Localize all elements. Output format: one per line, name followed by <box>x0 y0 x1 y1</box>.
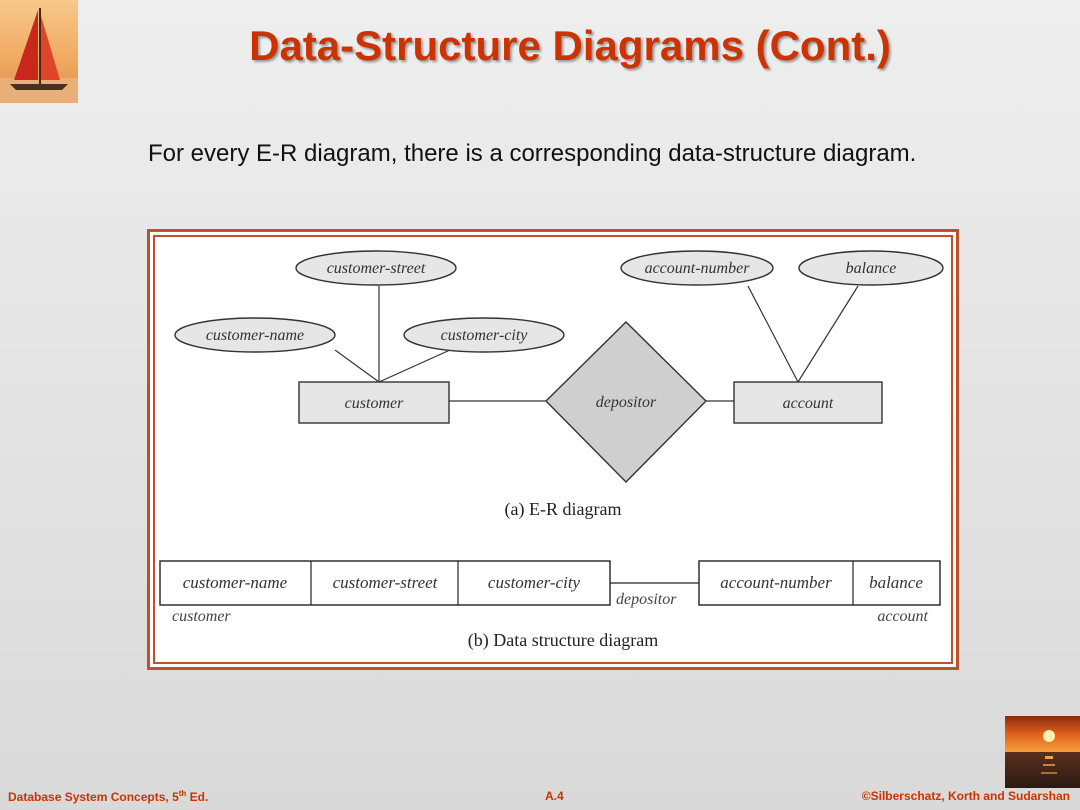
sailboat-logo-icon <box>0 0 78 103</box>
attr-label-account-number: account-number <box>645 260 751 277</box>
attribute-customer-street <box>295 250 457 286</box>
diagram-figure: customer-street customer-name customer-c… <box>159 250 944 651</box>
record-account <box>698 560 941 606</box>
entity-customer <box>298 381 450 424</box>
attr-label-customer-name: customer-name <box>206 327 304 344</box>
footer-book-edition-sup: th <box>178 789 187 798</box>
relationship-depositor <box>545 321 707 483</box>
footer-page-number: A.4 <box>545 789 564 803</box>
footer-copyright: ©Silberschatz, Korth and Sudarshan <box>861 789 1070 803</box>
field-balance: balance <box>869 573 923 592</box>
record-label-customer: customer <box>172 608 231 625</box>
sunset-logo-icon <box>1005 716 1080 788</box>
connector-balance-account <box>797 285 859 383</box>
record-customer <box>159 560 611 606</box>
attribute-balance <box>798 250 944 286</box>
record-label-account: account <box>877 608 928 625</box>
figure-frame: customer-street customer-name customer-c… <box>147 229 959 670</box>
er-caption: (a) E-R diagram <box>505 499 622 520</box>
footer-book-title: Database System Concepts, 5th Ed. <box>8 789 208 804</box>
connector-acctnum-account <box>747 285 799 383</box>
footer-book-title-tail: Ed. <box>186 790 209 804</box>
entity-label-account: account <box>783 395 834 412</box>
attribute-customer-city <box>403 317 565 353</box>
field-customer-name: customer-name <box>183 573 288 592</box>
slide-title: Data-Structure Diagrams (Cont.) <box>249 22 891 69</box>
field-customer-street: customer-street <box>333 573 439 592</box>
attr-label-customer-city: customer-city <box>441 327 529 344</box>
attribute-account-number <box>620 250 774 286</box>
attribute-customer-name <box>174 317 336 353</box>
link-label-depositor: depositor <box>616 591 677 608</box>
connector-name-customer <box>334 349 380 383</box>
entity-account <box>733 381 883 424</box>
attr-label-balance: balance <box>846 260 897 277</box>
footer-book-title-main: Database System Concepts, 5 <box>8 790 179 804</box>
field-customer-city: customer-city <box>488 573 581 592</box>
ds-caption: (b) Data structure diagram <box>468 630 658 651</box>
intro-text: For every E-R diagram, there is a corres… <box>148 140 917 167</box>
relationship-label-depositor: depositor <box>596 394 657 411</box>
entity-label-customer: customer <box>345 395 404 412</box>
field-account-number: account-number <box>720 573 832 592</box>
attr-label-customer-street: customer-street <box>327 260 426 277</box>
connector-city-customer <box>378 349 451 383</box>
